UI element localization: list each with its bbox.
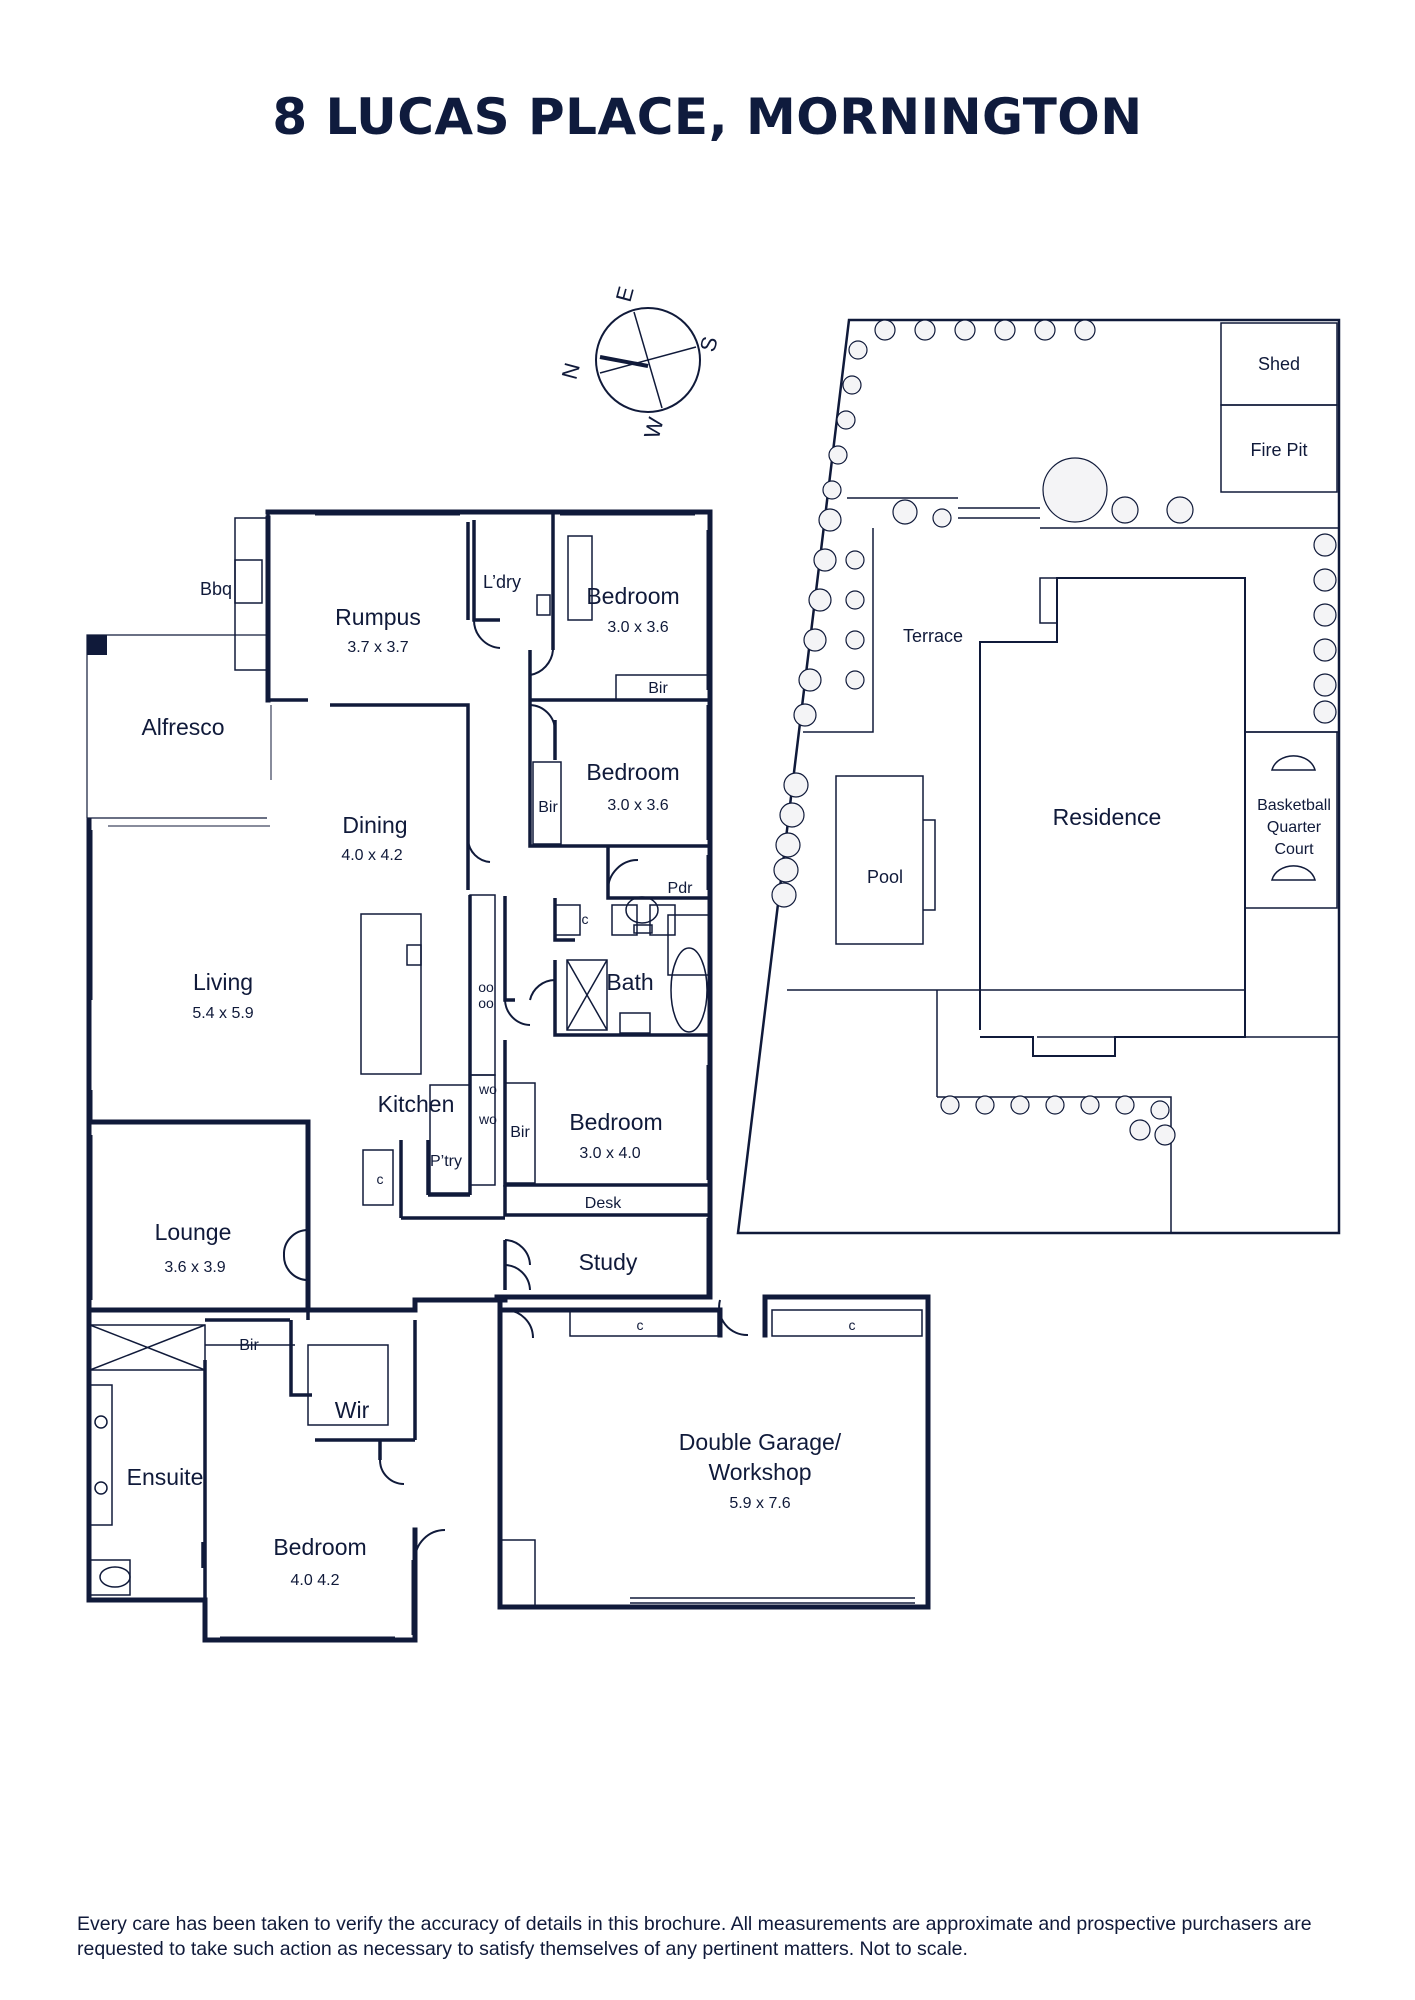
study-label: Study <box>579 1249 638 1275</box>
desk-label: Desk <box>585 1195 622 1212</box>
residence-label: Residence <box>1053 804 1162 830</box>
fire-pit-label: Fire Pit <box>1250 440 1307 460</box>
tree-icon <box>1042 457 1108 523</box>
terrace-label: Terrace <box>903 626 963 646</box>
cupboard-label-4: c <box>849 1317 856 1333</box>
bir-label-4: Bir <box>239 1337 259 1354</box>
lounge-size: 3.6 x 3.9 <box>164 1259 225 1276</box>
dining-label: Dining <box>342 812 407 838</box>
main-bedroom-label: Bedroom <box>273 1534 366 1560</box>
floor-plan <box>86 509 931 1643</box>
bath-label: Bath <box>606 969 653 995</box>
compass: N E S W <box>557 284 723 442</box>
laundry-label: L’dry <box>483 572 521 592</box>
interior-details <box>89 535 923 1608</box>
wir-label: Wir <box>335 1397 370 1423</box>
bir-label-3: Bir <box>510 1124 530 1141</box>
pool-outline <box>835 775 924 945</box>
site-plan-labels: Shed Fire Pit Terrace Residence Basketba… <box>867 354 1331 887</box>
compass-north: N <box>557 360 585 382</box>
disclaimer-text: Every care has been taken to verify the … <box>77 1913 1312 1960</box>
main-bedroom-size: 4.0 4.2 <box>291 1572 340 1589</box>
garden-shrubs <box>771 319 1337 1146</box>
bir-label-1: Bir <box>648 680 668 697</box>
alfresco-outline <box>86 634 268 819</box>
rumpus-label: Rumpus <box>335 604 421 630</box>
interior-walls <box>201 512 710 1640</box>
cooktop-label-2: oo <box>478 995 494 1011</box>
page-title: 8 LUCAS PLACE, MORNINGTON <box>272 88 1143 146</box>
garage-size: 5.9 x 7.6 <box>729 1495 790 1512</box>
court-label-line3: Court <box>1274 841 1314 858</box>
cooktop-label-1: oo <box>478 979 494 995</box>
compass-north-needle <box>599 355 649 368</box>
wall-oven-label-1: wo <box>478 1081 497 1097</box>
bedroom-2-size: 3.0 x 3.6 <box>607 619 668 636</box>
compass-west: W <box>639 415 669 442</box>
pantry-label: P’try <box>430 1153 462 1170</box>
living-size: 5.4 x 5.9 <box>192 1005 253 1022</box>
site-plan <box>736 318 1341 1235</box>
bedroom-4-label: Bedroom <box>569 1109 662 1135</box>
ensuite-label: Ensuite <box>127 1464 204 1490</box>
floor-plan-labels: Bbq Rumpus 3.7 x 3.7 L’dry Bedroom 3.0 x… <box>127 572 856 1589</box>
rumpus-size: 3.7 x 3.7 <box>347 639 408 656</box>
bedroom-4-size: 3.0 x 4.0 <box>579 1145 640 1162</box>
compass-east: E <box>611 284 639 305</box>
cupboard-label-1: c <box>582 911 589 927</box>
court-label-line1: Basketball <box>1257 797 1331 814</box>
kitchen-label: Kitchen <box>378 1091 455 1117</box>
alfresco-label: Alfresco <box>141 714 224 740</box>
bbq-structure <box>234 517 268 671</box>
windows <box>91 514 708 1638</box>
lounge-label: Lounge <box>155 1219 232 1245</box>
living-label: Living <box>193 969 253 995</box>
powder-label: Pdr <box>668 880 694 897</box>
garage-label-line2: Workshop <box>708 1459 811 1485</box>
compass-south: S <box>695 334 723 355</box>
bedroom-3-label: Bedroom <box>586 759 679 785</box>
bir-label-2: Bir <box>538 799 558 816</box>
court-outline <box>1244 731 1338 909</box>
bedroom-2-label: Bedroom <box>586 583 679 609</box>
wall-oven-label-2: wo <box>478 1111 497 1127</box>
doors <box>282 619 749 1561</box>
shed-label: Shed <box>1258 354 1300 374</box>
bedroom-3-size: 3.0 x 3.6 <box>607 797 668 814</box>
bbq-label: Bbq <box>200 579 232 599</box>
pool-label: Pool <box>867 867 903 887</box>
fire-pit-outline <box>1220 404 1338 493</box>
garage-label-line1: Double Garage/ <box>679 1429 842 1455</box>
court-label-line2: Quarter <box>1267 819 1322 836</box>
dining-size: 4.0 x 4.2 <box>341 847 402 864</box>
cupboard-label-3: c <box>637 1317 644 1333</box>
cupboard-label-2: c <box>377 1171 384 1187</box>
